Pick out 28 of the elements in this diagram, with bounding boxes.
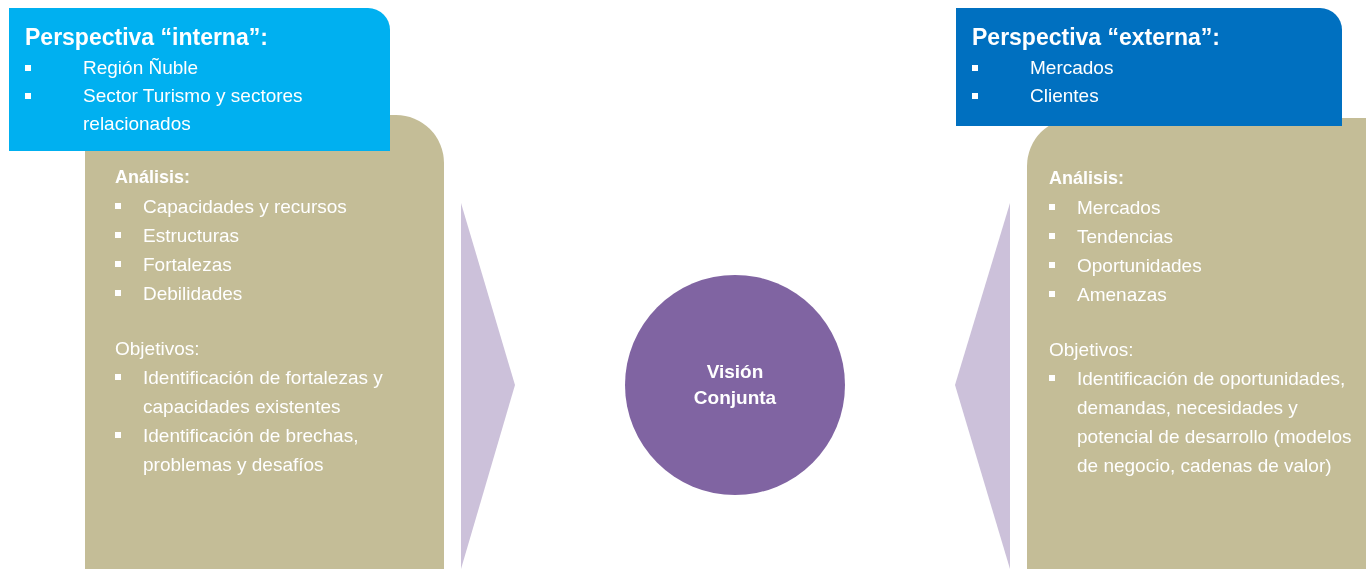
heading: Perspectiva “interna”: [25,23,269,52]
section-heading: Análisis: [1049,167,1126,190]
bullet-text: Tendencias [1077,225,1174,249]
bullet-text: Clientes [1030,84,1099,108]
section-heading: Objetivos: [1049,338,1135,362]
bullet-text: Estructuras [143,224,240,248]
bullet-text: Mercados [1030,56,1114,80]
header-box [9,8,390,151]
bullet-text: Amenazas [1077,283,1167,307]
bullet-text: Identificación de brechas, problemas y desafíos [143,424,360,477]
section-heading: Análisis: [115,166,192,189]
header-box [956,8,1342,126]
bullet-text: Fortalezas [143,253,232,277]
bullet-text: Mercados [1077,196,1161,220]
content-panel [85,115,444,569]
bullet-text: Identificación de oportunidades, demandas, necesidades y potencial de desarrollo (modelos de negocio, cadenas de valor) [1077,367,1353,478]
bullet-text: Debilidades [143,282,243,306]
bullet-text: Identificación de fortalezas y capacidades existentes [143,366,384,419]
bullet-text: Oportunidades [1077,254,1202,278]
bullet-text: Capacidades y recursos [143,195,347,219]
content-panel [1027,118,1366,569]
chevron-arrow [955,203,1010,569]
bullet-text: Región Ñuble [83,56,199,80]
bullet-text: Sector Turismo y sectores relacionados [83,84,304,136]
section-heading: Objetivos: [115,337,201,361]
chevron-arrow [461,203,515,569]
heading: Perspectiva “externa”: [972,23,1221,52]
circle-label: Visión Conjunta [692,360,778,410]
